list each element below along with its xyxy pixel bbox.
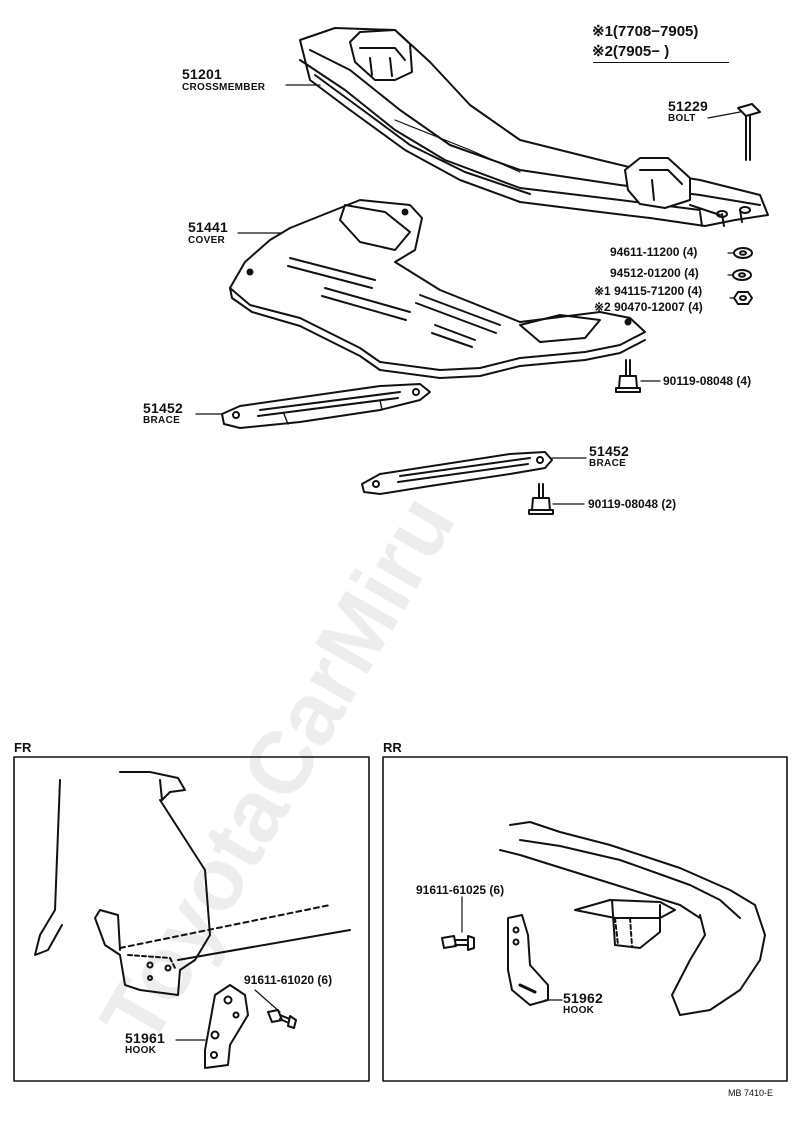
crossmember-drawing [299,27,769,227]
part-name-cover: COVER [188,235,226,246]
panel-rr-frame [382,756,788,1082]
part-number-bolt: 51229 [668,98,708,114]
panel-fr-title: FR [14,740,32,755]
part-number-hook-rr: 51962 [563,990,603,1006]
legend-line-1: ※1(7708−7905) [592,23,699,40]
brace-right-drawing [361,451,553,495]
fastener-nut-1: ※1 94115-71200 (4) [594,284,703,298]
bolt-brace-drawing [528,483,554,515]
part-name-hook-fr: HOOK [125,1045,157,1056]
legend-underline [593,62,729,63]
washer-nut-drawings [732,247,753,305]
legend-line-2: ※2(7905− ) [592,43,670,60]
leader-lines-rr [461,896,563,1001]
fr-hook-drawing [34,771,351,1069]
fastener-bolt-rr: 91611-61025 (6) [416,883,505,897]
figure-code: MB 7410-E [728,1088,774,1098]
rr-hook-drawing [441,821,766,1016]
part-number-crossmember: 51201 [182,66,222,82]
part-name-bolt: BOLT [668,113,696,124]
part-number-brace-left: 51452 [143,400,183,416]
bolt-cover-drawing [615,359,641,393]
leader-lines-fr [175,989,281,1041]
fastener-washer-2: 94512-01200 (4) [610,266,699,280]
fastener-washer-1: 94611-11200 (4) [610,245,698,259]
fastener-bolt-brace: 90119-08048 (2) [588,497,677,511]
part-name-brace-left: BRACE [143,415,181,426]
fastener-bolt-cover: 90119-08048 (4) [663,374,752,388]
cover-drawing [229,199,646,379]
part-name-hook-rr: HOOK [563,1005,595,1016]
part-name-crossmember: CROSSMEMBER [182,82,266,93]
fastener-bolt-fr: 91611-61020 (6) [244,973,333,987]
fastener-nut-2: ※2 90470-12007 (4) [594,300,703,314]
brace-left-drawing [221,383,431,429]
part-number-hook-fr: 51961 [125,1030,165,1046]
panel-fr-frame [13,756,370,1082]
leader-lines-top [195,84,741,505]
part-number-brace-right: 51452 [589,443,629,459]
panel-rr-title: RR [383,740,402,755]
bolt-51229-drawing [737,103,761,161]
part-name-brace-right: BRACE [589,458,627,469]
part-number-cover: 51441 [188,219,228,235]
